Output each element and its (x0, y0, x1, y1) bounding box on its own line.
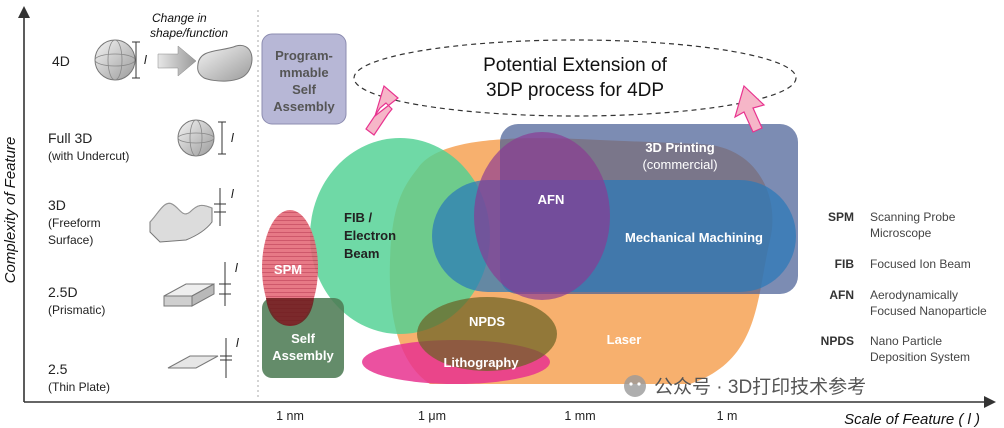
level-full3d-label: Full 3D (48, 130, 92, 146)
glossary-text-spm-2: Microscope (870, 226, 932, 240)
shape-illustrations: l Change in shape/function l l (94, 11, 253, 378)
svg-text:l: l (231, 131, 234, 145)
change-note-line1: Change in (152, 11, 207, 25)
x-tick-1m: 1 m (717, 409, 738, 423)
programmable-label-4: Assembly (273, 99, 335, 114)
process-regions (261, 33, 798, 384)
fib-label-3: Beam (344, 246, 379, 261)
region-labels: Program- mmable Self Assembly 3D Printin… (272, 48, 763, 370)
extension-text-line1: Potential Extension of (483, 55, 668, 76)
printing-sub-label: (commercial) (642, 157, 717, 172)
glossary-text-npds-2: Deposition System (870, 350, 970, 364)
extension-arrow-left-icon (365, 84, 399, 136)
level-full3d-sub: (with Undercut) (48, 149, 129, 163)
glossary-text-npds-1: Nano Particle (870, 334, 942, 348)
prismatic-block-icon: l (163, 261, 238, 307)
transform-arrow-icon (157, 45, 197, 77)
programmable-label-3: Self (292, 82, 317, 97)
fib-region (310, 138, 490, 334)
y-axis-arrow (18, 6, 30, 18)
glossary-abbr-spm: SPM (828, 210, 854, 224)
afn-label: AFN (538, 192, 565, 207)
glossary-text-spm-1: Scanning Probe (870, 210, 956, 224)
extension-callout: Potential Extension of 3DP process for 4… (353, 39, 797, 136)
self-assembly-label-2: Assembly (272, 348, 334, 363)
axes: Complexity of Feature Scale of Feature (… (2, 6, 996, 428)
x-tick-1mm: 1 mm (564, 409, 595, 423)
extension-text-line2: 3DP process for 4DP (486, 80, 664, 101)
level-25-sub: (Thin Plate) (48, 380, 110, 394)
glossary: SPM Scanning Probe Microscope FIB Focuse… (821, 210, 987, 364)
npds-label: NPDS (469, 314, 505, 329)
programmable-label-2: mmable (279, 65, 328, 80)
svg-text:l: l (235, 261, 238, 275)
level-25d-label: 2.5D (48, 284, 78, 300)
sphere-4d-icon: l (94, 39, 147, 81)
fib-label-1: FIB / (344, 210, 373, 225)
level-4d-label: 4D (52, 53, 70, 69)
level-3d-label: 3D (48, 197, 66, 213)
spm-label: SPM (274, 262, 302, 277)
self-assembly-label-1: Self (291, 331, 316, 346)
fib-label-2: Electron (344, 228, 396, 243)
printing-label: 3D Printing (645, 140, 714, 155)
mech-label: Mechanical Machining (625, 230, 763, 245)
laser-label: Laser (607, 332, 642, 347)
npds-region (417, 297, 557, 371)
extension-arrow-right-icon (734, 84, 766, 133)
watermark: 公众号 · 3D打印技术参考 (624, 375, 866, 398)
x-axis-arrow (984, 396, 996, 408)
level-25-label: 2.5 (48, 361, 68, 377)
programmable-self-assembly-region (261, 33, 347, 125)
watermark-text: 公众号 · 3D打印技术参考 (654, 376, 866, 398)
spm-overlap-region (266, 298, 314, 326)
svg-text:l: l (231, 187, 234, 201)
afn-region (474, 132, 610, 300)
lithography-label: Lithography (443, 355, 519, 370)
complexity-levels: 4D Full 3D (with Undercut) 3D (Freeform … (48, 53, 129, 394)
glossary-text-afn-2: Focused Nanoparticle (870, 304, 987, 318)
x-axis-title: Scale of Feature ( l ) (844, 411, 980, 428)
glossary-text-afn-1: Aerodynamically (870, 288, 958, 302)
programmable-label-1: Program- (275, 48, 333, 63)
extension-dashed-ellipse (353, 39, 797, 117)
level-3d-sub2: Surface) (48, 233, 93, 247)
freeform-surface-icon: l (149, 187, 234, 243)
level-25d-sub: (Prismatic) (48, 303, 105, 317)
svg-text:l: l (236, 336, 239, 350)
glossary-abbr-npds: NPDS (821, 334, 854, 348)
deformed-blob-icon (197, 44, 253, 82)
x-tick-1nm: 1 nm (276, 409, 304, 423)
sphere-full3d-icon: l (177, 119, 234, 157)
y-axis-title: Complexity of Feature (2, 137, 19, 284)
svg-text:l: l (144, 53, 147, 67)
wechat-icon (624, 375, 646, 397)
glossary-abbr-fib: FIB (835, 257, 855, 271)
thin-plate-icon: l (167, 336, 239, 378)
glossary-text-fib-1: Focused Ion Beam (870, 257, 971, 271)
change-note-line2: shape/function (150, 26, 228, 40)
glossary-abbr-afn: AFN (829, 288, 854, 302)
x-tick-1um: 1 μm (418, 409, 446, 423)
level-3d-sub: (Freeform (48, 216, 101, 230)
spm-region (262, 210, 318, 326)
